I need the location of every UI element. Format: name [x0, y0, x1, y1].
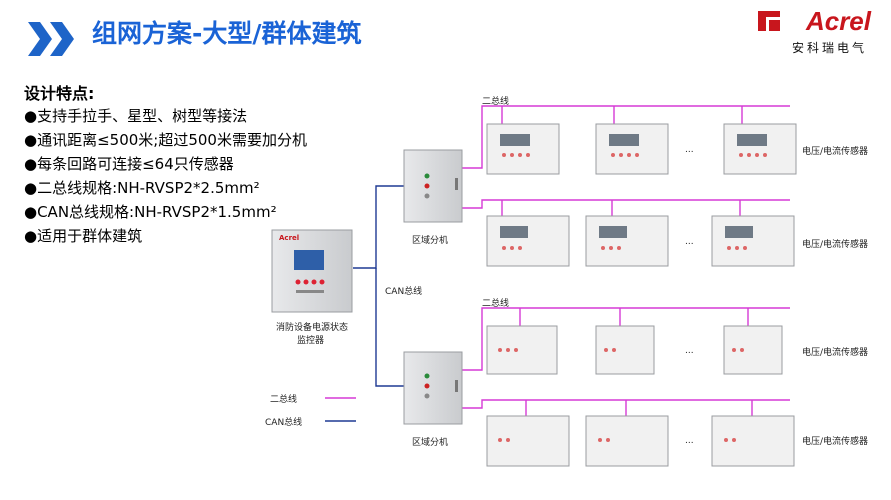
logo-wordmark: Acrel	[805, 6, 871, 36]
monitor-label-line1: 消防设备电源状态	[276, 323, 349, 333]
ellipsis: ...	[685, 145, 694, 155]
legend-bus2: 二总线	[270, 395, 298, 405]
zone-unit-label-top: 区域分机	[412, 236, 449, 246]
feature-item: ●二总线规格:NH-RVSP2*2.5mm²	[24, 179, 260, 197]
sensor-row-2	[486, 215, 795, 267]
sensor-label: 电压/电流传感器	[802, 147, 869, 157]
monitor-brand: Acrel	[279, 234, 300, 242]
feature-item: ●CAN总线规格:NH-RVSP2*1.5mm²	[24, 203, 277, 221]
sensor-label: 电压/电流传感器	[802, 348, 869, 358]
ellipsis: ...	[685, 436, 694, 446]
feature-item: ●支持手拉手、星型、树型等接法	[24, 107, 248, 125]
logo-subtitle: 安科瑞电气	[791, 41, 867, 55]
features-title: 设计特点:	[24, 84, 95, 103]
bus2-label-mid: 二总线	[482, 299, 510, 309]
zone-cabinet-top	[403, 149, 463, 223]
sensor-label: 电压/电流传感器	[802, 240, 869, 250]
sensor-row-3	[486, 325, 783, 375]
chevron-arrows-icon	[28, 22, 74, 56]
zone-cabinet-bottom	[403, 351, 463, 425]
feature-item: ●适用于群体建筑	[24, 227, 143, 245]
sensor-label: 电压/电流传感器	[802, 437, 869, 447]
bus2-label-top: 二总线	[482, 97, 510, 107]
page-title: 组网方案-大型/群体建筑	[92, 19, 362, 48]
legend-can: CAN总线	[265, 418, 303, 428]
sensor-row-4	[486, 415, 795, 467]
can-bus-lines	[325, 185, 404, 422]
can-bus-label: CAN总线	[385, 287, 423, 297]
zone-unit-label-bottom: 区域分机	[412, 438, 449, 448]
sensor-row-1	[486, 123, 797, 175]
feature-item: ●通讯距离≤500米;超过500米需要加分机	[24, 131, 307, 149]
acrel-logo-icon	[758, 11, 780, 31]
monitor-label-line2: 监控器	[297, 336, 325, 346]
bus2-lines	[325, 105, 790, 416]
ellipsis: ...	[685, 346, 694, 356]
ellipsis: ...	[685, 237, 694, 247]
feature-item: ●每条回路可连接≤64只传感器	[24, 155, 234, 173]
fire-power-monitor-cabinet	[271, 229, 353, 313]
